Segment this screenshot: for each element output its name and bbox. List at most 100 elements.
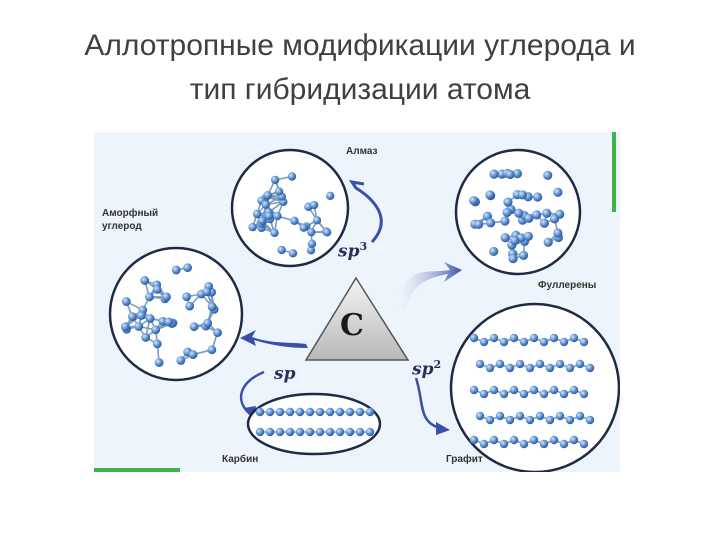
graphite-atom [495,359,505,369]
amorphous-atom [154,358,164,367]
carbyne-atom [285,427,295,437]
graphite-atom [555,359,565,369]
carbyne-atom [315,427,325,437]
amorphous-atom [162,292,171,302]
graphite-atom [519,439,529,449]
graphite-atom [525,415,535,425]
graphite-atom [539,439,549,449]
amorphous-atom [207,302,217,312]
fullerene-atom [508,254,518,264]
amorphous-atom [151,325,161,335]
diamond-atom [270,228,279,238]
graphite-atom [559,337,569,347]
amorphous-atom [176,356,186,365]
graphite-atom [565,363,575,373]
graphite-atom [549,333,559,343]
graphite-atom [469,333,479,343]
diamond-atom [287,172,297,181]
diamond-circle [230,148,350,268]
amorphous-atom [182,292,192,302]
amorphous-atom [207,345,217,355]
amorphous-atom [145,292,154,302]
graphite-atom [485,415,495,425]
carbyne-atom [355,427,365,437]
carbyne-atom [365,427,375,437]
fullerene-atom [502,207,512,218]
graphite-atom [539,337,549,347]
title-line-2: тип гибридизации атома [189,73,531,106]
label-amorphous-1: Аморфный [102,208,159,219]
carbyne-atom [355,407,365,417]
amorphous-atom [141,333,151,342]
arrow-to-amorphous [240,330,308,348]
graphite-atom [509,385,519,395]
graphite-atom [579,337,589,347]
carbyne-atom [335,407,345,417]
graphite-atom [509,333,519,343]
graphite-atom [549,435,559,445]
diamond-atom [274,187,284,196]
graphite-atom [575,359,585,369]
label-carbyne: Карбин [222,454,259,465]
sp3-label: sp3 [338,240,367,262]
carbyne-atom [335,427,345,437]
graphite-atom [569,435,579,445]
amorphous-atom [189,322,199,332]
graphite-atom [489,385,499,395]
carbon-symbol: C [340,308,364,343]
diamond-atom [307,227,316,237]
graphite-atom [515,359,525,369]
diamond-atom [309,200,319,210]
graphite-atom [525,363,535,373]
amorphous-atom [152,339,162,349]
graphite-atom [519,337,529,347]
fullerene-atom [523,231,533,241]
carbyne-atom [365,407,375,417]
graphite-atom [509,435,519,445]
graphite-atom [575,411,585,421]
diagram-canvas [108,148,620,472]
fullerene-atom [539,218,549,228]
diamond-atom [258,216,267,226]
carbyne-atom [265,407,275,417]
amorphous-atom [185,301,195,311]
fullerene-atom [524,213,534,223]
graphite-atom [545,415,555,425]
arrow-to-graphite-head [436,422,450,435]
amorphous-atom [136,311,146,320]
fullerene-atom [543,237,553,247]
graphite-atom [579,439,589,449]
graphite-atom [495,411,505,421]
fullerene-atom [485,190,495,200]
sp-base: sp [274,364,296,384]
diamond-atom [322,228,332,237]
carbyne-atom [275,407,285,417]
diamond-atom [263,190,272,200]
amorphous-atom [152,285,162,294]
amorphous-atom [134,322,144,331]
graphite-atom [555,411,565,421]
diamond-atom [273,211,282,221]
carbyne-atom [305,427,315,437]
carbyne-atom [275,427,285,437]
carbyne-atom [315,407,325,417]
sp2-sup: 2 [433,358,442,371]
amorphous-atom [121,297,131,306]
amorphous-atom [213,328,222,338]
carbyne-atom [255,407,265,417]
fullerene-atom [533,192,543,202]
arrow-to-graphite [414,377,441,430]
fullerene-atom [553,187,563,197]
graphite-atom [559,439,569,449]
graphite-atom [505,363,515,373]
amorphous-atom [120,322,130,332]
fullerene-atom [518,250,529,260]
fullerene-atom [514,208,524,218]
title-line-1: Аллотропные модификации углерода и [84,29,636,62]
carbyne-atom [305,407,315,417]
graphite-atom [585,415,595,425]
graphite-atom [479,439,489,449]
fullerene-atom [503,197,513,207]
graphite-atom [499,337,509,347]
amorphous-atom [188,350,198,359]
